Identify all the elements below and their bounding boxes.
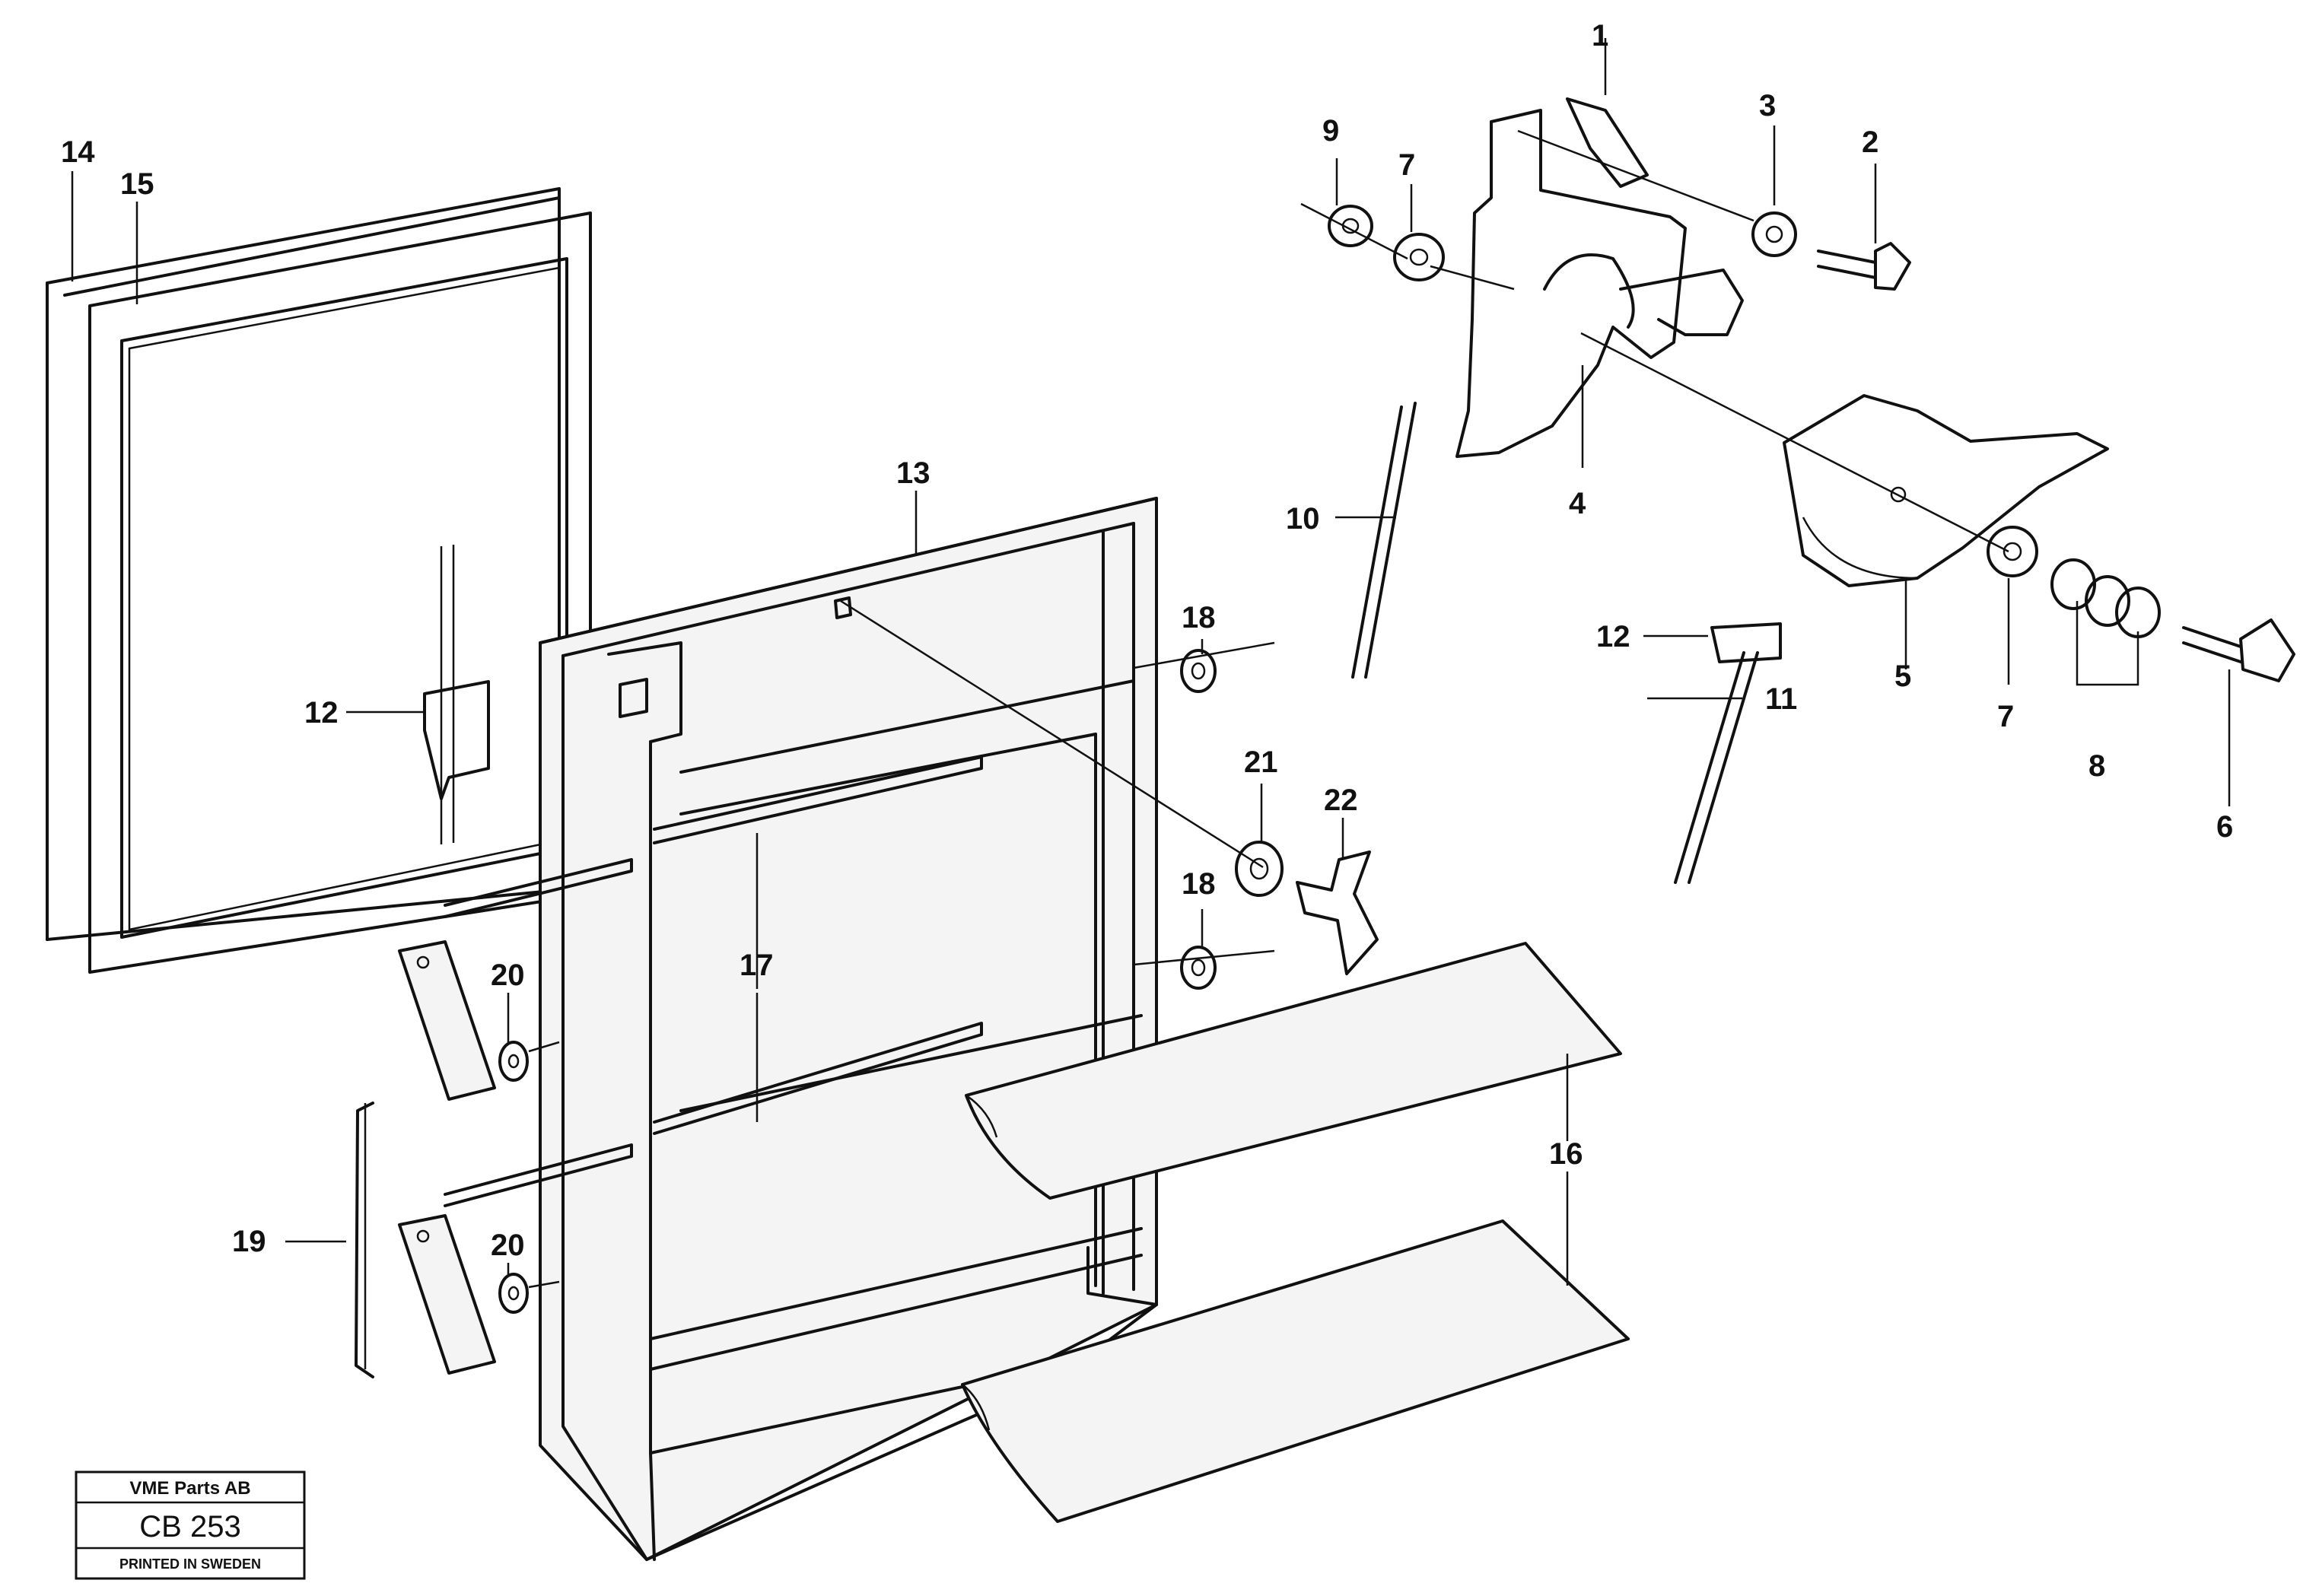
stamp-code: CB 253 <box>139 1510 240 1544</box>
callout-10: 10 <box>1286 502 1320 536</box>
callout-17a: 17 <box>740 949 774 982</box>
rods <box>444 755 983 1207</box>
callout-9: 9 <box>1322 114 1339 148</box>
callout-12b: 12 <box>304 696 339 730</box>
window-frame <box>46 187 592 974</box>
adjuster-assembly <box>1328 97 2295 682</box>
callout-13: 13 <box>896 456 930 490</box>
title-stamp: VME Parts AB CB 253 PRINTED IN SWEDEN <box>75 1470 306 1580</box>
callout-21: 21 <box>1244 746 1278 779</box>
callout-15: 15 <box>120 167 154 201</box>
hinge-brackets <box>355 940 496 1378</box>
stamp-printed: PRINTED IN SWEDEN <box>119 1556 261 1572</box>
cables <box>1351 402 1782 884</box>
callout-3: 3 <box>1759 89 1776 122</box>
callout-18b: 18 <box>1182 867 1216 901</box>
leader-lines <box>71 38 2231 1289</box>
callout-5: 5 <box>1894 660 1911 693</box>
callout-11: 11 <box>1765 682 1797 716</box>
callout-7a: 7 <box>1398 148 1415 182</box>
callout-7b: 7 <box>1997 700 2014 733</box>
callout-19: 19 <box>232 1225 266 1258</box>
callout-labels: 1 2 3 4 5 6 7 7 8 9 10 11 12 12 13 14 15… <box>61 19 2233 1262</box>
callout-1: 1 <box>1592 19 1608 52</box>
callout-18a: 18 <box>1182 601 1216 634</box>
fasteners-cabinet <box>498 649 1379 1314</box>
callout-12a: 12 <box>1596 620 1630 653</box>
callout-20b: 20 <box>491 1229 525 1262</box>
shelves <box>961 942 1630 1523</box>
callout-4: 4 <box>1569 487 1586 520</box>
stamp-company: VME Parts AB <box>129 1478 250 1499</box>
callout-8: 8 <box>2088 749 2105 783</box>
callout-2: 2 <box>1862 126 1878 159</box>
callout-22: 22 <box>1324 784 1358 817</box>
callout-6: 6 <box>2216 810 2233 844</box>
callout-14: 14 <box>61 135 95 169</box>
callout-20a: 20 <box>491 959 525 992</box>
callout-16: 16 <box>1549 1137 1583 1171</box>
